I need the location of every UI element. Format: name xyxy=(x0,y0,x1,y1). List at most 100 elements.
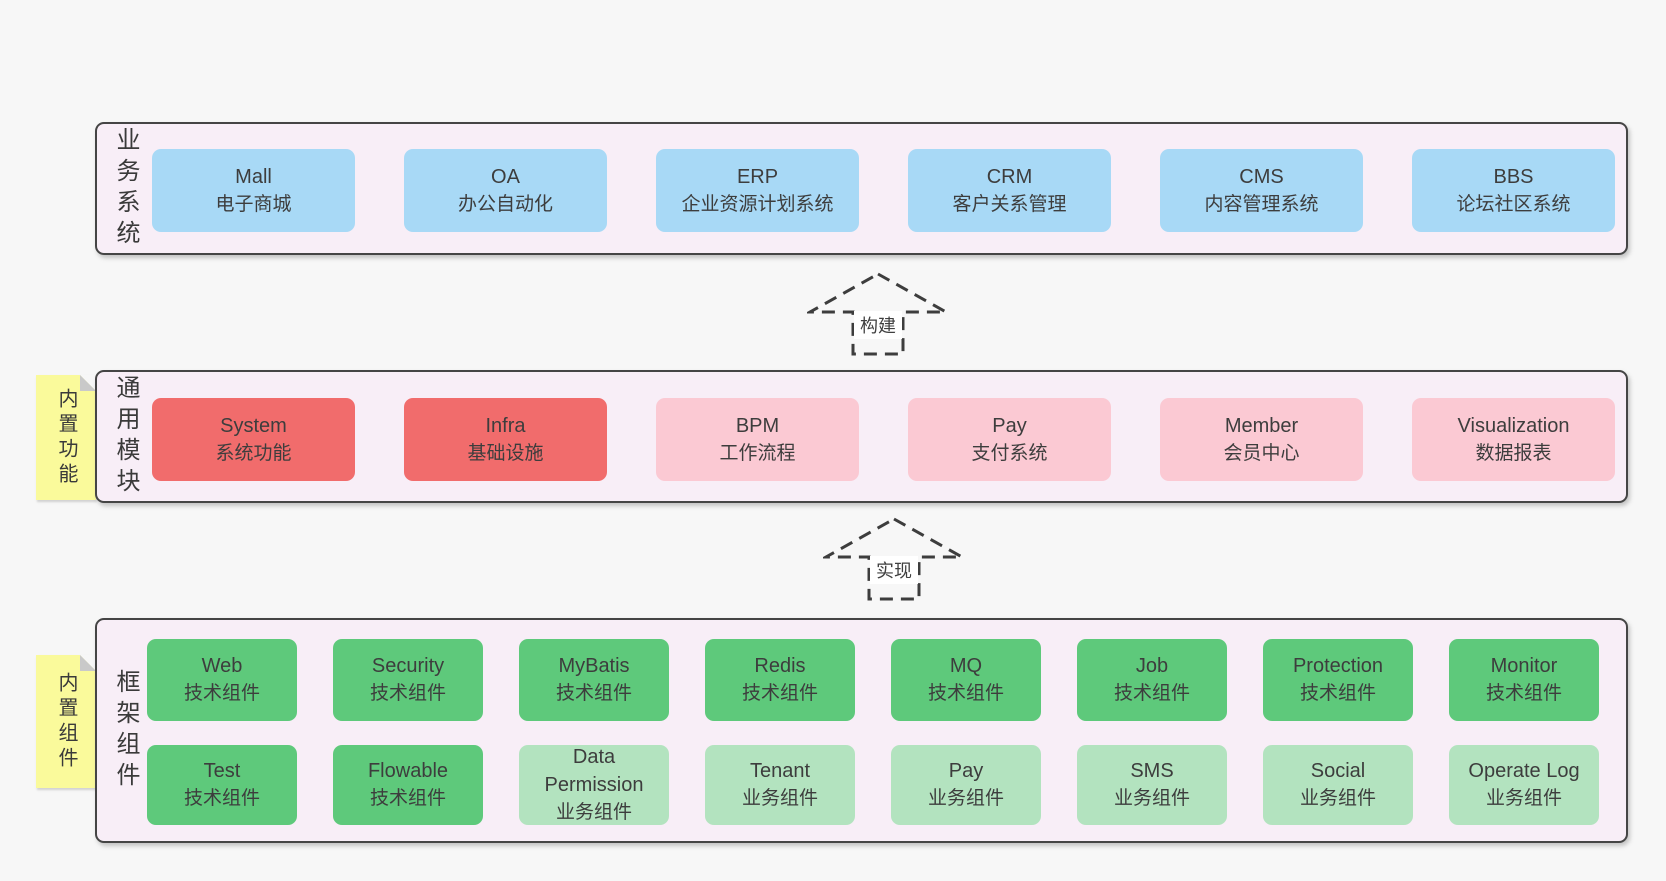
box-member: Member 会员中心 xyxy=(1160,398,1363,481)
sticky-note-built-in-components: 内置组件 xyxy=(36,655,96,788)
box-erp: ERP 企业资源计划系统 xyxy=(656,149,859,232)
panel-framework-components: 框架组件 Web 技术组件 Security 技术组件 MyBatis 技术组件… xyxy=(95,618,1628,843)
box-bbs: BBS 论坛社区系统 xyxy=(1412,149,1615,232)
arrow-label: 构建 xyxy=(860,316,896,336)
panel-label-text: 框架组件 xyxy=(112,668,139,793)
box-title: BPM xyxy=(735,414,780,437)
implement-arrow: 实现 xyxy=(820,516,968,607)
box-job: Job 技术组件 xyxy=(1077,639,1227,721)
box-test: Test 技术组件 xyxy=(147,745,297,825)
box-title: Operate Log xyxy=(1468,760,1580,782)
box-subtitle: 电子商城 xyxy=(215,193,292,215)
box-subtitle: 技术组件 xyxy=(1113,683,1190,704)
box-web: Web 技术组件 xyxy=(147,639,297,721)
box-subtitle: 技术组件 xyxy=(1299,683,1376,704)
build-arrow: 构建 xyxy=(804,271,952,362)
box-title: Pay xyxy=(948,760,984,782)
box-pay-biz: Pay 业务组件 xyxy=(891,745,1041,825)
box-monitor: Monitor 技术组件 xyxy=(1449,639,1599,721)
box-subtitle: 业务组件 xyxy=(1299,788,1376,809)
sticky-note-text: 内置组件 xyxy=(55,671,77,772)
panel-label-framework-components: 框架组件 xyxy=(99,620,151,841)
box-oa: OA 办公自动化 xyxy=(404,149,607,232)
box-title: Flowable xyxy=(367,760,449,782)
box-title: Social xyxy=(1310,760,1366,782)
box-subtitle: 技术组件 xyxy=(369,683,446,704)
box-subtitle: 支付系统 xyxy=(971,442,1048,464)
box-subtitle: 会员中心 xyxy=(1223,442,1300,464)
box-subtitle: 工作流程 xyxy=(719,442,796,464)
box-title: Monitor xyxy=(1490,655,1558,677)
box-subtitle: 内容管理系统 xyxy=(1204,193,1319,215)
box-subtitle: 技术组件 xyxy=(741,683,818,704)
dashed-up-arrow-icon: 构建 xyxy=(804,272,952,356)
box-title: Web xyxy=(201,655,243,677)
box-operate-log: Operate Log 业务组件 xyxy=(1449,745,1599,825)
box-mq: MQ 技术组件 xyxy=(891,639,1041,721)
box-subtitle: 业务组件 xyxy=(927,788,1004,809)
box-subtitle: 系统功能 xyxy=(215,442,292,464)
box-subtitle: 技术组件 xyxy=(555,683,632,704)
box-subtitle: 论坛社区系统 xyxy=(1456,193,1571,215)
box-crm: CRM 客户关系管理 xyxy=(908,149,1111,232)
box-sms: SMS 业务组件 xyxy=(1077,745,1227,825)
box-title: CRM xyxy=(986,165,1033,188)
panel-label-business-systems: 业务系统 xyxy=(99,124,151,253)
box-title: Test xyxy=(203,760,241,782)
box-title: ERP xyxy=(736,165,779,188)
box-system: System 系统功能 xyxy=(152,398,355,481)
box-flowable: Flowable 技术组件 xyxy=(333,745,483,825)
box-subtitle: 业务组件 xyxy=(1485,788,1562,809)
box-subtitle: 数据报表 xyxy=(1475,442,1552,464)
panel-label-text: 通用模块 xyxy=(112,374,139,499)
box-subtitle: 技术组件 xyxy=(1485,683,1562,704)
box-subtitle: 技术组件 xyxy=(927,683,1004,704)
box-title: Visualization xyxy=(1457,414,1570,437)
box-subtitle: 业务组件 xyxy=(555,802,632,823)
panel-business-systems: 业务系统 Mall 电子商城 OA 办公自动化 ERP 企业资源计划系统 CRM… xyxy=(95,122,1628,255)
box-title: Protection xyxy=(1292,655,1384,677)
panel-common-modules: 通用模块 System 系统功能 Infra 基础设施 BPM 工作流程 Pay… xyxy=(95,370,1628,503)
box-pay: Pay 支付系统 xyxy=(908,398,1111,481)
box-title: MyBatis xyxy=(558,655,630,677)
box-subtitle: 办公自动化 xyxy=(457,193,553,215)
box-tenant: Tenant 业务组件 xyxy=(705,745,855,825)
box-subtitle: 企业资源计划系统 xyxy=(681,193,834,215)
box-data-permission: Data Permission 业务组件 xyxy=(519,745,669,825)
box-subtitle: 客户关系管理 xyxy=(952,193,1067,215)
box-subtitle: 技术组件 xyxy=(183,683,260,704)
box-title: Job xyxy=(1135,655,1169,677)
box-subtitle: 技术组件 xyxy=(369,788,446,809)
panel-label-text: 业务系统 xyxy=(112,126,139,251)
box-cms: CMS 内容管理系统 xyxy=(1160,149,1363,232)
dashed-up-arrow-icon: 实现 xyxy=(820,517,968,601)
box-title: Pay xyxy=(992,414,1027,437)
box-subtitle: 基础设施 xyxy=(467,442,544,464)
arrow-label: 实现 xyxy=(876,561,912,581)
box-bpm: BPM 工作流程 xyxy=(656,398,859,481)
box-title: SMS xyxy=(1130,760,1174,782)
box-protection: Protection 技术组件 xyxy=(1263,639,1413,721)
box-title: Tenant xyxy=(749,760,811,782)
modules-box-row: System 系统功能 Infra 基础设施 BPM 工作流程 Pay 支付系统… xyxy=(152,398,1615,481)
box-title: Redis xyxy=(754,655,806,677)
box-redis: Redis 技术组件 xyxy=(705,639,855,721)
box-visualization: Visualization 数据报表 xyxy=(1412,398,1615,481)
box-title: Member xyxy=(1224,414,1299,437)
box-subtitle: 技术组件 xyxy=(183,788,260,809)
box-subtitle: 业务组件 xyxy=(741,788,818,809)
sticky-note-text: 内置功能 xyxy=(55,387,77,488)
components-box-row-2: Test 技术组件 Flowable 技术组件 Data Permission … xyxy=(147,745,1599,825)
box-mybatis: MyBatis 技术组件 xyxy=(519,639,669,721)
box-title: Infra xyxy=(485,414,526,437)
box-title: BBS xyxy=(1493,165,1534,188)
business-box-row: Mall 电子商城 OA 办公自动化 ERP 企业资源计划系统 CRM 客户关系… xyxy=(152,149,1615,232)
sticky-note-built-in-functions: 内置功能 xyxy=(36,375,96,500)
box-mall: Mall 电子商城 xyxy=(152,149,355,232)
box-title: Data Permission xyxy=(544,746,644,796)
panel-label-common-modules: 通用模块 xyxy=(99,372,151,501)
box-title: System xyxy=(220,414,287,437)
box-title: OA xyxy=(491,165,520,188)
box-title: CMS xyxy=(1239,165,1284,188)
box-subtitle: 业务组件 xyxy=(1113,788,1190,809)
